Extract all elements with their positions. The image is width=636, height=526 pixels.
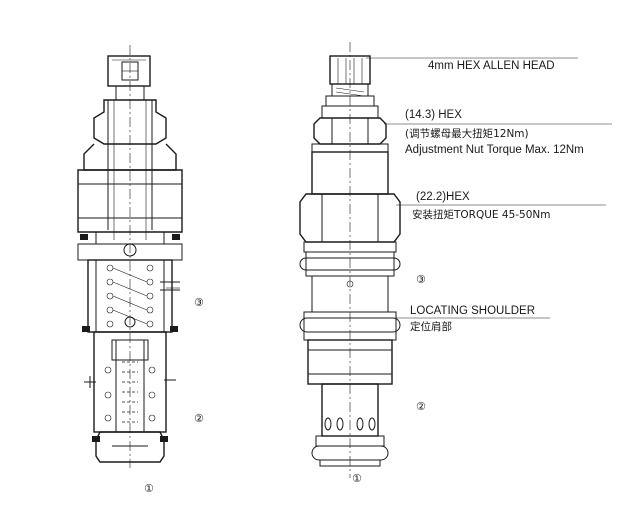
allen-head bbox=[321, 55, 379, 119]
body-torque-label: 安装扭矩TORQUE 45-50Nm bbox=[412, 208, 551, 221]
locating-shoulder-cn-label: 定位肩部 bbox=[410, 320, 452, 333]
callout-leaders bbox=[166, 57, 612, 319]
port2-left: ② bbox=[194, 413, 204, 425]
adjustment-hex-cn-label: (调节螺母最大扭矩12Nm) bbox=[405, 127, 529, 140]
port3-right: ③ bbox=[416, 274, 426, 286]
lower-sleeve bbox=[84, 331, 176, 433]
port2-right: ② bbox=[416, 401, 426, 413]
nose-section bbox=[92, 431, 168, 463]
sectional-view bbox=[77, 45, 183, 468]
locating-shoulder-label: LOCATING SHOULDER bbox=[410, 305, 535, 317]
port1-right: ① bbox=[352, 473, 362, 485]
adjustment-torque-label: Adjustment Nut Torque Max. 12Nm bbox=[405, 144, 584, 156]
allen-head-label: 4mm HEX ALLEN HEAD bbox=[428, 60, 555, 72]
body-hex-section bbox=[77, 169, 183, 261]
port3-left: ③ bbox=[194, 297, 204, 309]
body-hex bbox=[299, 193, 401, 253]
adjusting-screw bbox=[107, 55, 151, 101]
port1-left: ① bbox=[144, 483, 154, 495]
spring-chamber bbox=[82, 259, 180, 333]
adjustment-hex-label: (14.3) HEX bbox=[405, 109, 462, 121]
external-view bbox=[166, 42, 612, 478]
lower-sleeve-external bbox=[311, 383, 389, 467]
body-hex-label: (22.2)HEX bbox=[416, 191, 470, 203]
